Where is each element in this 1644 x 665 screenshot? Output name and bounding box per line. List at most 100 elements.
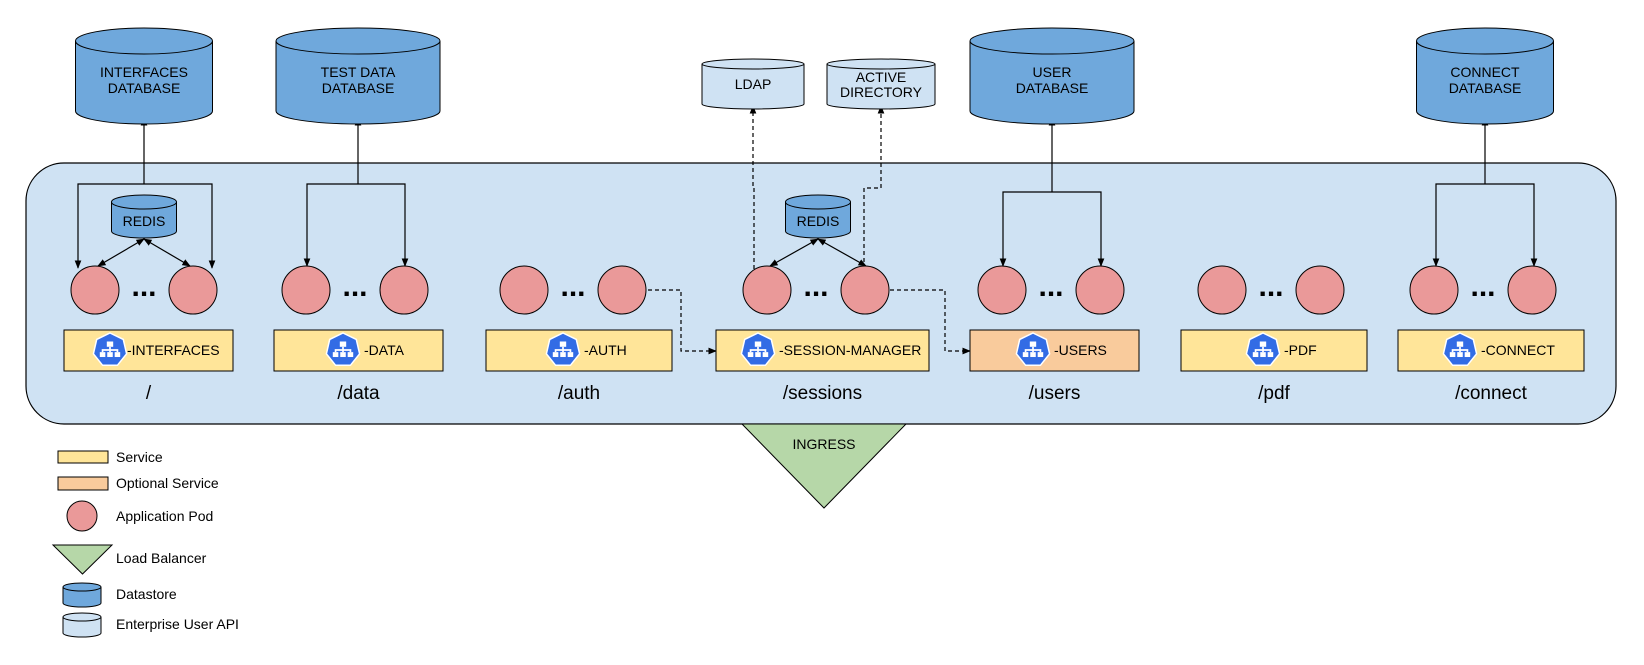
service-label: -SESSION-MANAGER [779, 342, 921, 358]
kubernetes-service-icon [1015, 332, 1051, 367]
application-pod[interactable] [1075, 265, 1125, 315]
pod-ellipsis: ... [1258, 270, 1283, 303]
kubernetes-service-icon [92, 332, 128, 367]
legend-item-application-pod: Application Pod [66, 500, 213, 532]
datastore-label: CONNECT [1450, 64, 1520, 80]
application-pod[interactable] [840, 265, 890, 315]
legend-item-load-balancer: Load Balancer [51, 544, 207, 575]
redis-interfaces: REDIS [111, 194, 177, 239]
legend-label: Optional Service [116, 475, 219, 491]
service-label: -AUTH [584, 342, 627, 358]
datastore-label: INTERFACES [100, 64, 188, 80]
datastore-label: TEST DATA [321, 64, 396, 80]
service-box-data[interactable]: -DATA [273, 329, 444, 372]
connector-line [769, 238, 819, 267]
connector-line [749, 105, 757, 269]
ingress-load-balancer: INGRESS [740, 423, 908, 509]
service-box-auth[interactable]: -AUTH [485, 329, 673, 372]
service-box-pdf[interactable]: -PDF [1180, 329, 1368, 372]
kubernetes-service-icon [1442, 332, 1478, 367]
pod-ellipsis: ... [1470, 270, 1495, 303]
kubernetes-service-icon [1245, 332, 1281, 367]
application-pod[interactable] [70, 265, 120, 315]
legend-item-enterprise-user-api: Enterprise User API [62, 612, 239, 638]
datastore-label: DATABASE [1016, 80, 1089, 96]
legend-label: Application Pod [116, 508, 213, 524]
service-box-users[interactable]: -USERS [969, 329, 1140, 372]
service-label: -CONNECT [1481, 342, 1555, 358]
service-column-pdf: ... -PDF/pdf [1180, 265, 1368, 404]
legend-label: Enterprise User API [116, 616, 239, 632]
enterprise-api-label: DIRECTORY [840, 84, 923, 100]
service-column-interfaces: ...-INTERFACES/ [63, 265, 234, 404]
application-pod[interactable] [1197, 265, 1247, 315]
legend-swatch-optional-service [57, 476, 109, 491]
application-pod[interactable] [499, 265, 549, 315]
service-column-data: ... -DATA/data [273, 265, 444, 404]
pod-ellipsis: ... [803, 270, 828, 303]
ingress-label: INGRESS [792, 436, 855, 452]
connector-line [890, 289, 971, 355]
connector-line [648, 289, 717, 355]
redis-sessions: REDIS [785, 194, 851, 239]
service-label: -INTERFACES [127, 342, 220, 358]
route-label: /connect [1455, 383, 1528, 404]
service-label: -DATA [364, 342, 405, 358]
legend-swatch-service [57, 450, 109, 464]
route-label: / [146, 383, 152, 404]
route-label: /auth [558, 383, 600, 404]
service-columns: ... -INTERFACES /... -DATA/data... -AUTH/aut… [63, 265, 1585, 404]
application-pod[interactable] [1295, 265, 1345, 315]
pod-ellipsis: ... [1038, 270, 1063, 303]
application-pod[interactable] [597, 265, 647, 315]
application-pod[interactable] [168, 265, 218, 315]
service-box-session-manager[interactable]: -SESSION-MANAGER [715, 329, 930, 372]
legend-swatch-enterprise-api [62, 612, 102, 638]
application-pod[interactable] [281, 265, 331, 315]
pod-ellipsis: ... [342, 270, 367, 303]
kubernetes-service-icon [325, 332, 361, 367]
application-pod[interactable] [1409, 265, 1459, 315]
redis-label: REDIS [123, 213, 166, 229]
datastore-label: DATABASE [108, 80, 181, 96]
connector-line [817, 238, 867, 267]
service-box-connect[interactable]: -CONNECT [1397, 329, 1585, 372]
legend-label: Datastore [116, 586, 177, 602]
datastore-label: DATABASE [322, 80, 395, 96]
legend-swatch-datastore [62, 582, 102, 608]
service-box-interfaces[interactable]: -INTERFACES [63, 329, 234, 372]
application-pod[interactable] [977, 265, 1027, 315]
legend-swatch-load-balancer [51, 544, 114, 575]
datastore-label: USER [1033, 64, 1072, 80]
service-label: -USERS [1054, 342, 1107, 358]
service-column-connect: ... -CONNECT/connect [1397, 265, 1585, 404]
connector-line [303, 183, 409, 267]
application-pod[interactable] [1507, 265, 1557, 315]
legend-item-service: Service [57, 449, 163, 465]
service-column-session-manager: ...-SESSION-MANAGER/sessions [715, 265, 930, 404]
service-label: -PDF [1284, 342, 1317, 358]
datastore-label: DATABASE [1449, 80, 1522, 96]
application-pod[interactable] [742, 265, 792, 315]
legend-swatch-pod [66, 500, 98, 532]
pod-ellipsis: ... [560, 270, 585, 303]
legend-label: Service [116, 449, 163, 465]
kubernetes-service-icon [545, 332, 581, 367]
legend-item-datastore: Datastore [62, 582, 177, 608]
service-column-users: ...-USERS/users [969, 265, 1140, 404]
route-label: /data [337, 383, 380, 404]
legend-item-optional-service: Optional Service [57, 475, 219, 491]
route-label: /pdf [1258, 383, 1290, 404]
enterprise-api-label: ACTIVE [856, 69, 907, 85]
application-pod[interactable] [379, 265, 429, 315]
connector-line [74, 183, 216, 269]
